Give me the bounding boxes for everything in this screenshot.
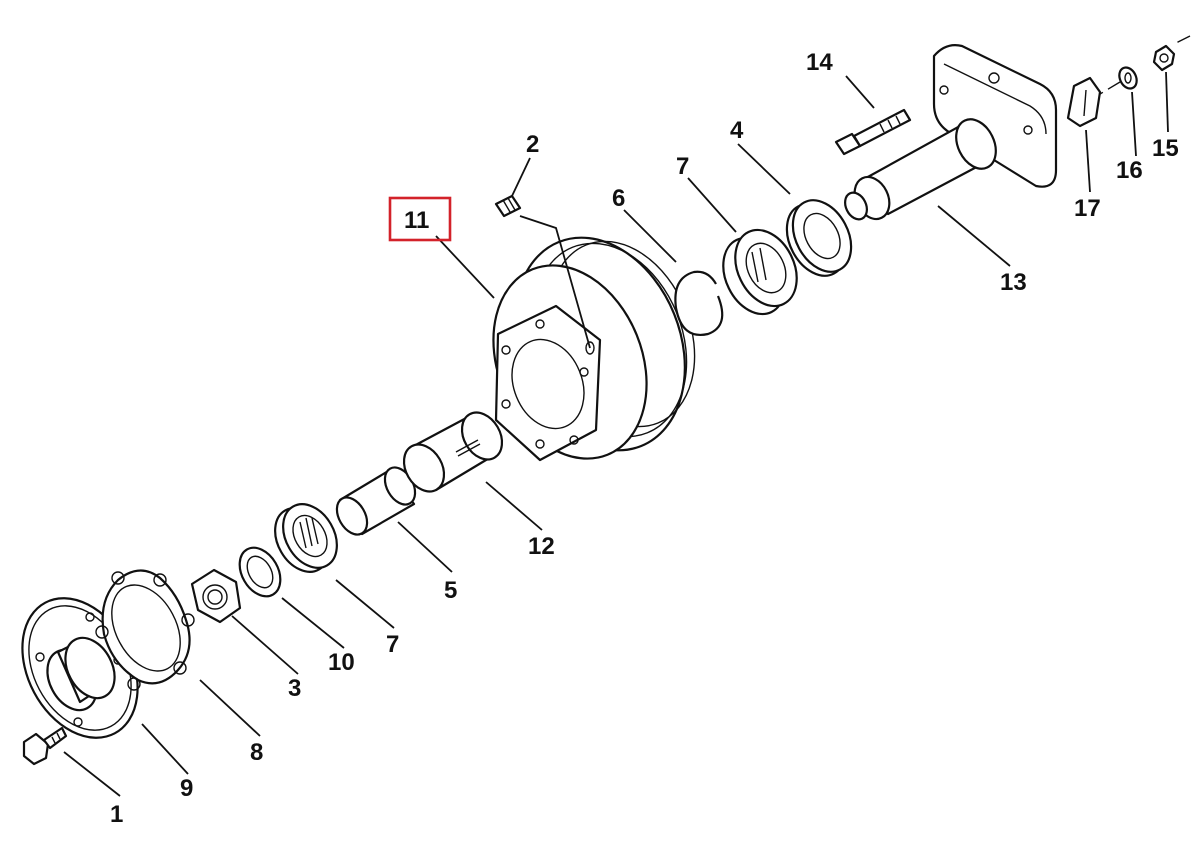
pulley-hub-part-11 (492, 236, 696, 462)
callout-5: 5 (444, 577, 457, 604)
callout-4: 4 (730, 117, 744, 144)
nut-part-15 (1152, 44, 1176, 72)
long-bolt-part-14 (834, 108, 912, 156)
hex-nut-part-3 (190, 568, 242, 624)
callout-7b: 7 (386, 631, 399, 658)
assembly-axis-line (1099, 35, 1191, 95)
washer-part-16 (1118, 66, 1138, 90)
callout-11: 11 (404, 207, 429, 234)
gasket-part-8 (95, 569, 195, 691)
callout-10: 10 (328, 649, 355, 676)
callout-14: 14 (806, 49, 833, 76)
callout-11-highlight-box (388, 196, 452, 242)
callout-1: 1 (110, 801, 123, 828)
callout-7a: 7 (676, 153, 689, 180)
seal-part-4 (785, 199, 853, 277)
clip-bracket-part-17 (1066, 76, 1102, 128)
callout-leaders (63, 71, 1169, 797)
callout-6: 6 (612, 185, 625, 212)
bushing-part-12 (402, 411, 504, 493)
callout-17: 17 (1074, 195, 1101, 222)
callout-12: 12 (528, 533, 555, 560)
callout-3: 3 (288, 675, 301, 702)
callout-8: 8 (250, 739, 263, 766)
callout-15: 15 (1152, 135, 1179, 162)
bearing-part-7-lower (274, 503, 338, 573)
callout-2: 2 (526, 131, 539, 158)
callout-9: 9 (180, 775, 193, 802)
callout-16: 16 (1116, 157, 1143, 184)
snap-ring-part-6 (674, 270, 724, 337)
set-screw-part-2 (494, 194, 522, 218)
bearing-part-7-upper (722, 228, 798, 316)
washer-part-10 (238, 546, 282, 598)
spindle-bracket-part-13 (844, 44, 1058, 221)
callout-13: 13 (1000, 269, 1027, 296)
bolt-part-1 (22, 726, 68, 766)
